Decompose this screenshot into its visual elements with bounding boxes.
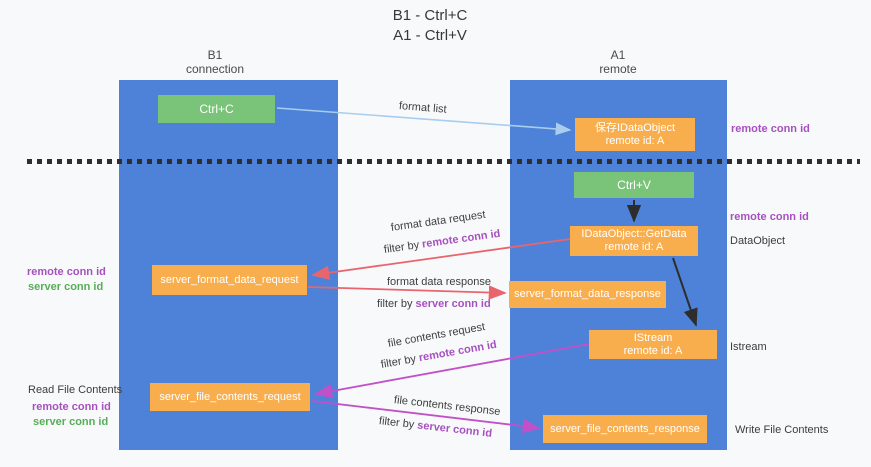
node-server-file-contents-response: server_file_contents_response xyxy=(543,415,707,443)
ctrl-v-label: Ctrl+V xyxy=(617,178,651,192)
node-idataobject-getdata: IDataObject::GetData remote id: A xyxy=(570,226,698,256)
lane-b1-name: B1 xyxy=(207,48,223,62)
node-ctrl-v: Ctrl+V xyxy=(574,172,694,198)
annotation-istream: Istream xyxy=(730,341,767,353)
label-filter-by-server-conn-id-1: filter by server conn id xyxy=(377,298,491,310)
file-request-label: server_file_contents_request xyxy=(159,390,301,403)
filter-by-text: filter by xyxy=(379,352,420,371)
annotation-remote-conn-id-top: remote conn id xyxy=(731,123,810,135)
lane-header-a1: A1 remote xyxy=(548,48,688,76)
node-server-format-data-response: server_format_data_response xyxy=(509,281,666,308)
node-server-format-data-request: server_format_data_request xyxy=(152,265,307,295)
annotation-left-server-conn-id-1: server conn id xyxy=(28,281,104,293)
node-ctrl-c: Ctrl+C xyxy=(158,95,275,123)
annotation-write-file-contents: Write File Contents xyxy=(735,424,829,436)
lane-a1-name: A1 xyxy=(610,48,626,62)
node-save-idataobject: 保存IDataObject remote id: A xyxy=(575,118,695,151)
title-line-1: B1 - Ctrl+C xyxy=(392,7,468,24)
filter-by-text: filter by xyxy=(383,238,423,256)
annotation-dataobject: DataObject xyxy=(730,235,786,247)
annotation-read-file-contents: Read File Contents xyxy=(28,384,123,396)
annotation-left-remote-conn-id-1: remote conn id xyxy=(27,266,106,278)
lane-b1-sub: connection xyxy=(185,62,245,76)
istream-line2: remote id: A xyxy=(623,344,683,357)
title-line-2: A1 - Ctrl+V xyxy=(393,27,467,44)
lane-a1-sub: remote xyxy=(599,62,637,76)
label-file-contents-response: file contents response xyxy=(393,394,502,419)
label-filter-by-server-conn-id-2: filter by server conn id xyxy=(378,415,492,440)
server-conn-id-highlight: server conn id xyxy=(415,298,491,310)
diagram-title: B1 - Ctrl+C A1 - Ctrl+V xyxy=(310,6,550,46)
annotation-left-remote-conn-id-2: remote conn id xyxy=(32,401,111,413)
getdata-line2: remote id: A xyxy=(604,241,664,253)
filter-by-text: filter by xyxy=(377,298,416,310)
istream-line1: IStream xyxy=(633,331,673,344)
remote-conn-id-highlight: remote conn id xyxy=(421,227,502,251)
label-format-data-request: format data request xyxy=(390,208,487,234)
getdata-line1: IDataObject::GetData xyxy=(581,228,687,240)
server-conn-id-highlight: server conn id xyxy=(416,419,493,440)
label-format-data-response: format data response xyxy=(387,276,491,288)
phase-divider-dashed-line xyxy=(27,159,860,164)
lane-header-b1: B1 connection xyxy=(145,48,285,76)
format-response-label: server_format_data_response xyxy=(514,288,661,300)
label-format-list: format list xyxy=(398,100,448,116)
file-response-label: server_file_contents_response xyxy=(550,422,700,435)
filter-by-text: filter by xyxy=(378,415,418,432)
save-idataobject-line1: 保存IDataObject xyxy=(594,121,676,134)
node-server-file-contents-request: server_file_contents_request xyxy=(150,383,310,411)
ctrl-c-label: Ctrl+C xyxy=(199,102,234,116)
annotation-left-server-conn-id-2: server conn id xyxy=(33,416,109,428)
format-request-label: server_format_data_request xyxy=(160,273,299,286)
node-istream: IStream remote id: A xyxy=(589,330,717,359)
save-idataobject-line2: remote id: A xyxy=(605,134,665,147)
annotation-remote-conn-id-mid: remote conn id xyxy=(730,211,809,223)
